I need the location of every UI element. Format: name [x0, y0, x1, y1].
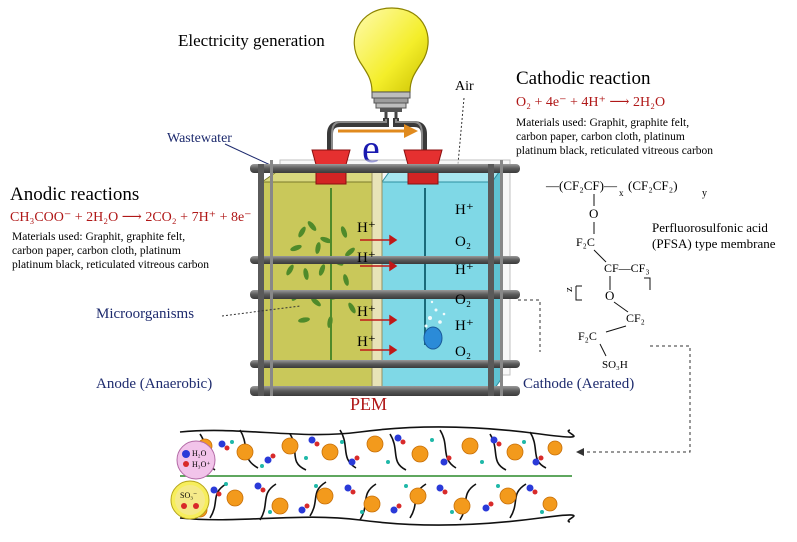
- anodic-reaction-block: Anodic reactions CH₃COO⁻ + 2H₂O ⟶ 2CO₂ +…: [10, 184, 252, 271]
- cathodic-materials-2: carbon paper, carbon cloth, platinum: [516, 131, 685, 143]
- cathode-o2-2: O₂: [455, 292, 471, 308]
- cathode-proton-2: H⁺: [455, 262, 474, 278]
- pem-membrane: [371, 171, 383, 393]
- pfsa-label-1: Perfluorosulfonic acid: [652, 220, 768, 235]
- pfsa-cf-cf3: CF—CF₃: [604, 261, 650, 275]
- wastewater-label: Wastewater: [167, 131, 232, 146]
- proton-label-1: H⁺: [357, 220, 376, 236]
- cathodic-title: Cathodic reaction: [516, 68, 651, 89]
- anodic-materials-2: carbon paper, carbon cloth, platinum: [12, 245, 181, 257]
- anodic-materials-1: Materials used: Graphit, graphite felt,: [12, 231, 185, 243]
- electricity-label: Electricity generation: [178, 31, 325, 50]
- pfsa-so3h: SO₃H: [602, 359, 628, 371]
- h3o-label: H₃O⁺: [192, 460, 211, 469]
- frame-rods: [250, 160, 520, 396]
- anodic-equation: CH₃COO⁻ + 2H₂O ⟶ 2CO₂ + 7H⁺ + 8e⁻: [10, 210, 252, 225]
- pem-connector: [518, 299, 691, 453]
- pfsa-sub-y: y: [702, 188, 707, 199]
- mfc-cell: [250, 149, 520, 396]
- cathode-proton-1: H⁺: [455, 202, 474, 218]
- membrane-nanostructure: [179, 426, 575, 526]
- pfsa-sub-x: x: [619, 188, 624, 198]
- proton-label-4: H⁺: [357, 334, 376, 350]
- pfsa-cf2: CF₂: [626, 311, 645, 325]
- pfsa-o-1: O: [589, 206, 598, 221]
- cathodic-equation: O₂ + 4e⁻ + 4H⁺ ⟶ 2H₂O: [516, 95, 665, 110]
- pfsa-backbone-b: (CF₂CF₂): [628, 178, 678, 193]
- h2o-label: H₂O: [192, 449, 207, 458]
- anodic-materials-3: platinum black, reticulated vitreous car…: [12, 259, 209, 271]
- microorganism-cluster: [286, 221, 356, 328]
- pem-label: PEM: [350, 394, 387, 414]
- pfsa-o-2: O: [605, 288, 614, 303]
- cathodic-materials-3: platinum black, reticulated vitreous car…: [516, 145, 713, 157]
- cathode-o2-1: O₂: [455, 234, 471, 250]
- pfsa-z: z: [563, 287, 575, 292]
- air-label: Air: [455, 79, 474, 94]
- anodic-title: Anodic reactions: [10, 184, 139, 205]
- air-bubbles: [424, 300, 446, 328]
- cathode-o2-3: O₂: [455, 344, 471, 360]
- pfsa-f2c-2: F₂C: [578, 329, 597, 343]
- pfsa-backbone-a: —(CF₂CF)—: [545, 178, 618, 193]
- connector-arrowhead: [576, 448, 584, 456]
- proton-label-3: H⁺: [357, 304, 376, 320]
- proton-label-2: H⁺: [357, 250, 376, 266]
- cathode-proton-3: H⁺: [455, 318, 474, 334]
- pfsa-f2c-1: F₂C: [576, 235, 595, 249]
- sulfonate-inset: SO₃⁻: [170, 480, 210, 520]
- microorganisms-pointer: [221, 305, 301, 317]
- pfsa-label-2: (PFSA) type membrane: [652, 236, 776, 251]
- pfsa-structure: —(CF₂CF)— (CF₂CF₂) x y O F₂C CF—CF₃ z O …: [545, 178, 776, 371]
- microorganisms-label: Microorganisms: [96, 306, 194, 322]
- electron-flow-arrow: [338, 124, 418, 138]
- hydronium-inset: H₂O H₃O⁺: [176, 440, 216, 480]
- cathodic-materials-1: Materials used: Graphit, graphite felt,: [516, 117, 689, 129]
- cathode-label: Cathode (Aerated): [523, 376, 634, 392]
- cathodic-reaction-block: Cathodic reaction O₂ + 4e⁻ + 4H⁺ ⟶ 2H₂O …: [516, 68, 713, 157]
- light-bulb-icon: [353, 7, 429, 118]
- so3-label: SO₃⁻: [180, 491, 197, 500]
- proton-migration-arrows: [360, 234, 398, 356]
- water-molecules: [210, 434, 544, 514]
- anode-label: Anode (Anaerobic): [96, 376, 212, 392]
